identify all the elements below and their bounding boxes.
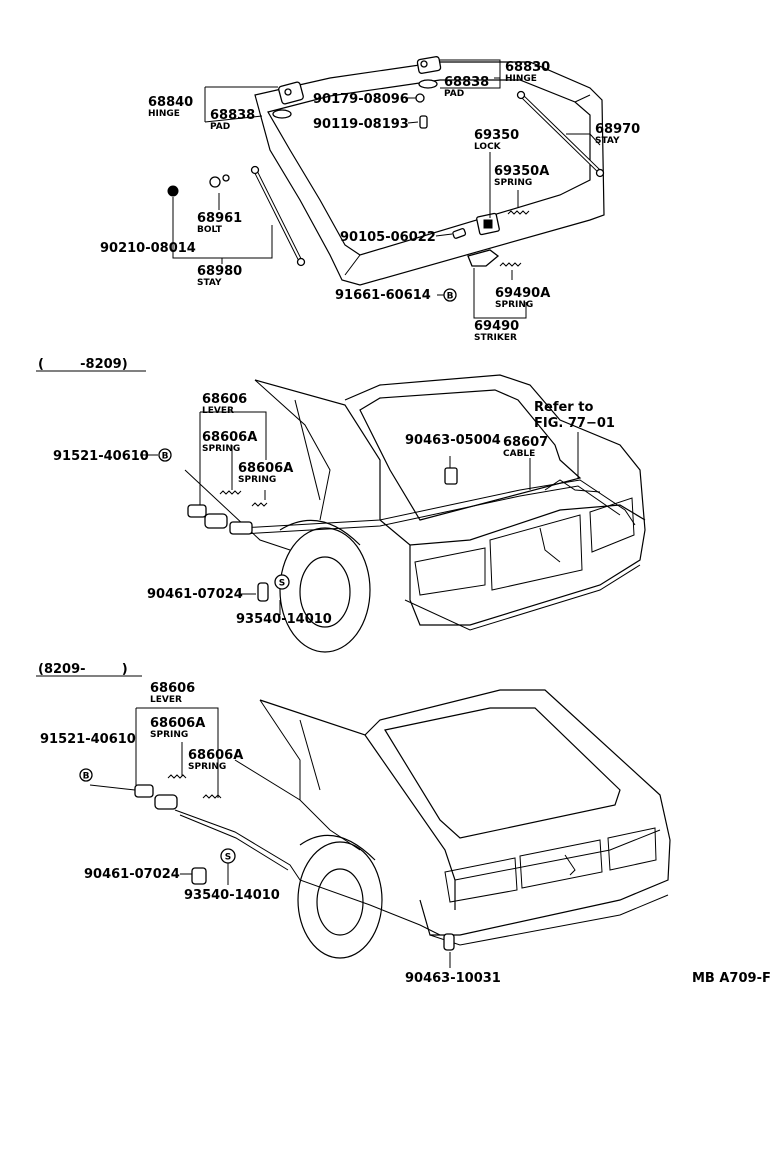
part-name-68830: HINGE (505, 74, 537, 84)
lock-69350-part (476, 212, 500, 236)
part-name-69490: STRIKER (474, 333, 517, 343)
symbol-b-label: B (447, 292, 454, 302)
symbol-b-label: B (162, 452, 169, 462)
part-number-69490: 69490 (474, 319, 519, 334)
part-name-68606A-late-1: SPRING (150, 730, 188, 740)
part-number-68606-early: 68606 (202, 392, 247, 407)
part-name-68606-late: LEVER (150, 695, 182, 705)
stay-left-part (250, 165, 306, 267)
part-number-68606-late: 68606 (150, 681, 195, 696)
part-number-91521-late: 91521-40610 (40, 732, 136, 747)
early-lever-assembly (187, 467, 458, 602)
part-number-68830: 68830 (505, 60, 550, 75)
part-name-68838-left: PAD (210, 122, 230, 132)
refer-line-1: Refer to (534, 400, 593, 415)
part-name-68606A-late-2: SPRING (188, 762, 226, 772)
symbol-s-label: S (225, 853, 231, 863)
bolt-90119-part (419, 115, 428, 129)
part-number-90210: 90210-08014 (100, 241, 196, 256)
figure-code: MB A709-F (692, 971, 771, 986)
symbol-b-early: B (158, 448, 172, 462)
part-name-68980: STAY (197, 278, 222, 288)
early-car-body (184, 374, 646, 653)
bolt-68961-part (209, 174, 230, 188)
late-lever-assembly (134, 774, 455, 951)
part-name-68961: BOLT (197, 225, 223, 235)
part-name-68606-early: LEVER (202, 406, 234, 416)
nut-90210-part (167, 185, 179, 197)
hinge-left-part (278, 81, 304, 105)
stay-right-part (516, 90, 605, 178)
part-number-68606A-late-2: 68606A (188, 748, 243, 763)
part-number-68840: 68840 (148, 95, 193, 110)
clip-90105-part (452, 228, 467, 239)
pad-right-part (418, 79, 438, 89)
late-car-body (174, 689, 671, 959)
pad-left-part (272, 109, 292, 119)
refer-line-2: FIG. 77−01 (534, 416, 615, 431)
symbol-b-label: B (83, 772, 90, 782)
top-leaders (172, 59, 601, 319)
part-number-68961: 68961 (197, 211, 242, 226)
part-name-68607: CABLE (503, 449, 535, 459)
part-number-90105: 90105-06022 (340, 230, 436, 245)
part-number-68970: 68970 (595, 122, 640, 137)
part-number-68838-left: 68838 (210, 108, 255, 123)
section-label-late: (8209- ) (38, 662, 128, 677)
part-number-69350: 69350 (474, 128, 519, 143)
part-name-68838-right: PAD (444, 89, 464, 99)
part-number-91661: 91661-60614 (335, 288, 431, 303)
late-leaders (89, 707, 451, 968)
spring-69490A-part (499, 262, 522, 267)
back-door-panel (254, 61, 605, 286)
symbol-b-late: B (79, 768, 93, 782)
part-number-90461-early: 90461-07024 (147, 587, 243, 602)
part-number-69350A: 69350A (494, 164, 549, 179)
early-leaders (140, 411, 579, 615)
part-name-68970: STAY (595, 136, 620, 146)
part-number-91521-early: 91521-40610 (53, 449, 149, 464)
part-number-68607: 68607 (503, 435, 548, 450)
part-number-90179: 90179-08096 (313, 92, 409, 107)
part-number-90461-late: 90461-07024 (84, 867, 180, 882)
part-number-68606A-early-2: 68606A (238, 461, 293, 476)
part-number-90463-early: 90463-05004 (405, 433, 501, 448)
hinge-right-part (416, 56, 442, 74)
part-name-69350: LOCK (474, 142, 502, 152)
part-name-69490A: SPRING (495, 300, 533, 310)
symbol-s-early: S (274, 574, 290, 590)
striker-69490-part (467, 249, 500, 267)
nut-90179-part (415, 93, 425, 103)
part-number-93540-late: 93540-14010 (184, 888, 280, 903)
part-number-93540-early: 93540-14010 (236, 612, 332, 627)
part-name-68840: HINGE (148, 109, 180, 119)
part-number-68606A-early-1: 68606A (202, 430, 257, 445)
symbol-s-late: S (220, 848, 236, 864)
part-number-90463-late: 90463-10031 (405, 971, 501, 986)
part-name-68606A-early-1: SPRING (202, 444, 240, 454)
symbol-s-label: S (279, 579, 285, 589)
part-name-68606A-early-2: SPRING (238, 475, 276, 485)
part-number-69490A: 69490A (495, 286, 550, 301)
part-number-68606A-late-1: 68606A (150, 716, 205, 731)
part-number-90119: 90119-08193 (313, 117, 409, 132)
section-label-early: ( -8209) (38, 357, 128, 372)
part-number-68838-right: 68838 (444, 75, 489, 90)
part-name-69350A: SPRING (494, 178, 532, 188)
symbol-b-91661: B (443, 288, 457, 302)
part-number-68980: 68980 (197, 264, 242, 279)
spring-69350A-part (507, 210, 530, 215)
